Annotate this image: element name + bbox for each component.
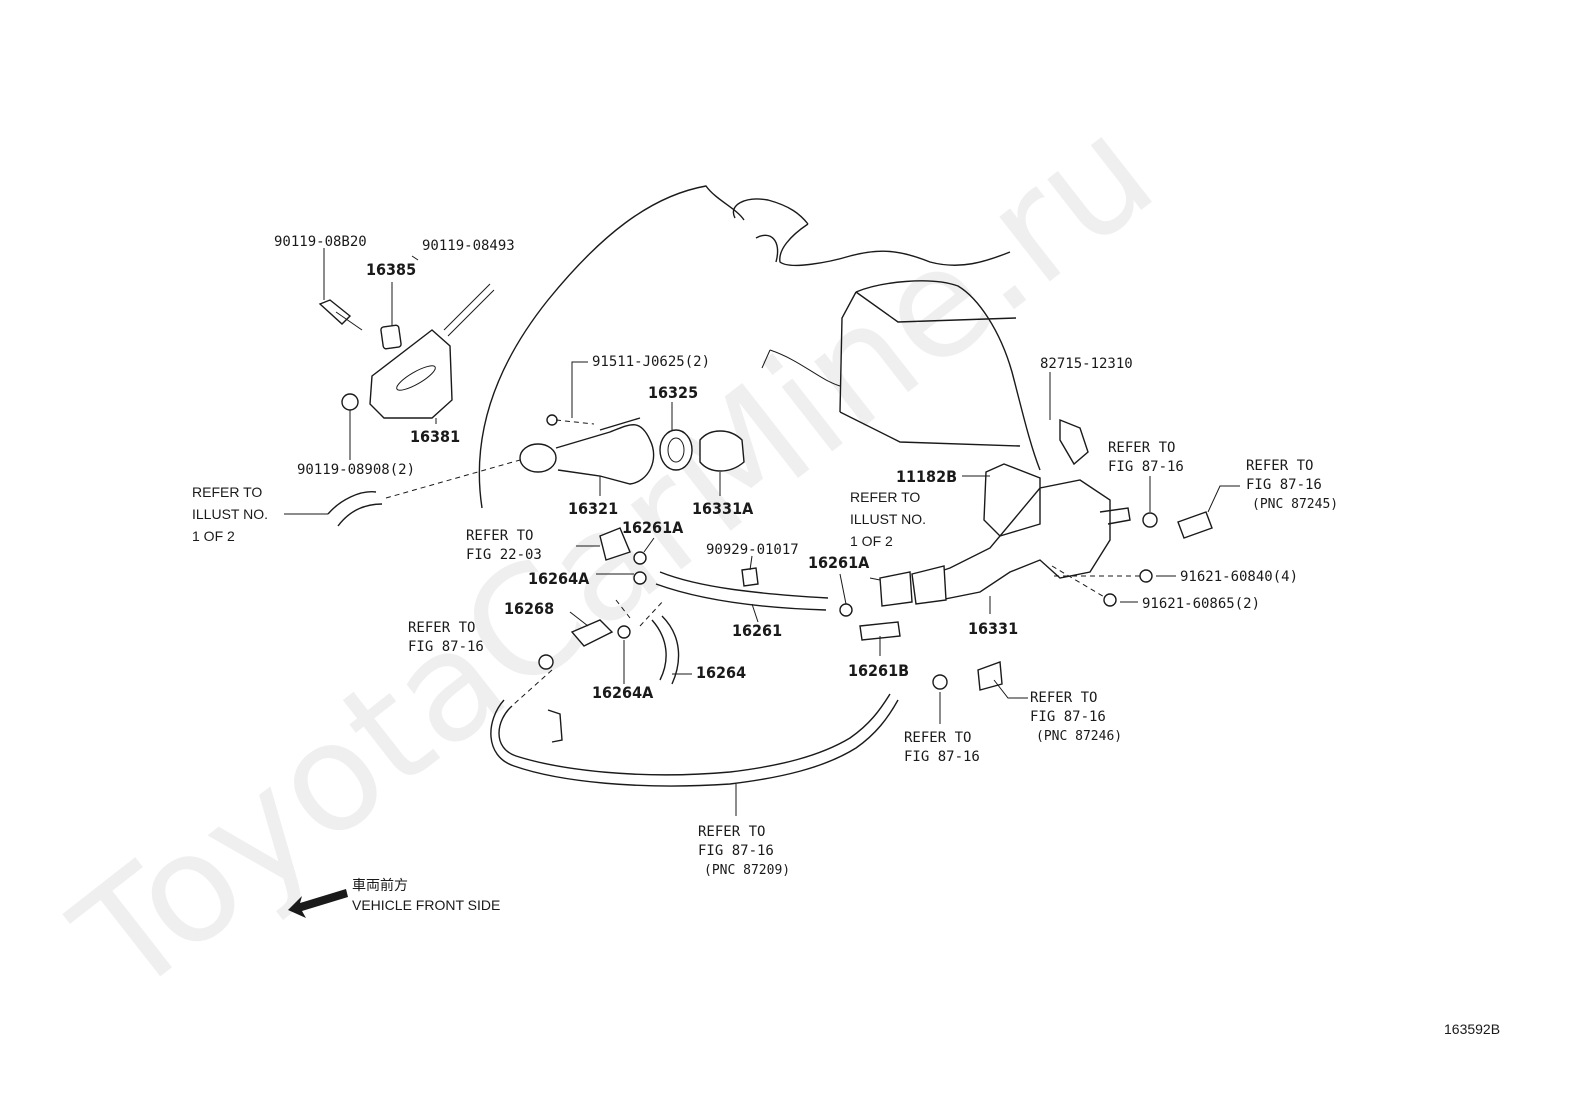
part-label-16331: 16331 — [968, 619, 1018, 638]
vehicle-front-indicator: 車両前方 VEHICLE FRONT SIDE — [288, 877, 500, 918]
clamps-bolts — [538, 414, 1158, 690]
part-label-16264: 16264 — [696, 663, 746, 682]
part-label-91511-j0625: 91511-J0625(2) — [592, 354, 710, 370]
ref-fig-87-16-pnc-87245: REFER TO FIG 87-16 (PNC 87245) — [1246, 458, 1338, 512]
inlet-pipe — [519, 417, 745, 485]
part-labels: 90119-08B20 90119-08493 16385 16381 9011… — [274, 234, 1298, 702]
part-label-16261b: 16261B — [848, 661, 909, 680]
part-label-16264a-upper: 16264A — [528, 569, 590, 588]
part-label-90119-08493: 90119-08493 — [422, 238, 515, 254]
part-label-16261: 16261 — [732, 621, 782, 640]
part-label-82715-12310: 82715-12310 — [1040, 356, 1133, 372]
outlet-housing — [911, 418, 1131, 605]
part-label-16381: 16381 — [410, 427, 460, 446]
dashed-guides — [385, 419, 1140, 705]
bracket-assembly — [318, 283, 495, 419]
part-label-91621-60840: 91621-60840(4) — [1180, 569, 1298, 585]
ref-illust-left: REFER TO ILLUST NO. 1 OF 2 — [192, 484, 272, 544]
part-label-16268: 16268 — [504, 599, 554, 618]
reference-labels: REFER TO ILLUST NO. 1 OF 2 REFER TO ILLU… — [192, 440, 1338, 878]
ref-fig-87-16-pnc-87246: REFER TO FIG 87-16 (PNC 87246) — [1030, 690, 1122, 744]
part-label-16331a: 16331A — [692, 499, 754, 518]
part-label-16325: 16325 — [648, 383, 698, 402]
part-label-16321: 16321 — [568, 499, 618, 518]
part-label-90929-01017: 90929-01017 — [706, 542, 799, 558]
front-arrow-icon — [288, 889, 348, 918]
engine-outline — [478, 185, 1041, 509]
part-label-90119-08908: 90119-08908(2) — [297, 462, 415, 478]
ref-fig-87-16-pnc-87209: REFER TO FIG 87-16 (PNC 87209) — [698, 824, 790, 878]
part-label-16264a-lower: 16264A — [592, 683, 654, 702]
part-label-91621-60865: 91621-60865(2) — [1142, 596, 1260, 612]
leader-lines — [284, 248, 1240, 816]
ref-fig-87-16-top: REFER TO FIG 87-16 — [1108, 440, 1184, 475]
part-label-16261a-right: 16261A — [808, 553, 870, 572]
ref-fig-87-16-bottom-mid: REFER TO FIG 87-16 — [904, 730, 980, 765]
part-label-11182b: 11182B — [896, 467, 957, 486]
ref-illust-mid: REFER TO ILLUST NO. 1 OF 2 — [850, 489, 930, 549]
figure-id: 163592B — [1444, 1021, 1500, 1037]
part-label-16385: 16385 — [366, 260, 416, 279]
front-label-en: VEHICLE FRONT SIDE — [352, 897, 500, 913]
front-label-jp: 車両前方 — [352, 877, 408, 893]
part-label-16261a-left: 16261A — [622, 518, 684, 537]
part-label-90119-08b20: 90119-08B20 — [274, 234, 367, 250]
ref-fig-22-03: REFER TO FIG 22-03 — [466, 528, 542, 563]
ref-fig-87-16-left: REFER TO FIG 87-16 — [408, 620, 484, 655]
